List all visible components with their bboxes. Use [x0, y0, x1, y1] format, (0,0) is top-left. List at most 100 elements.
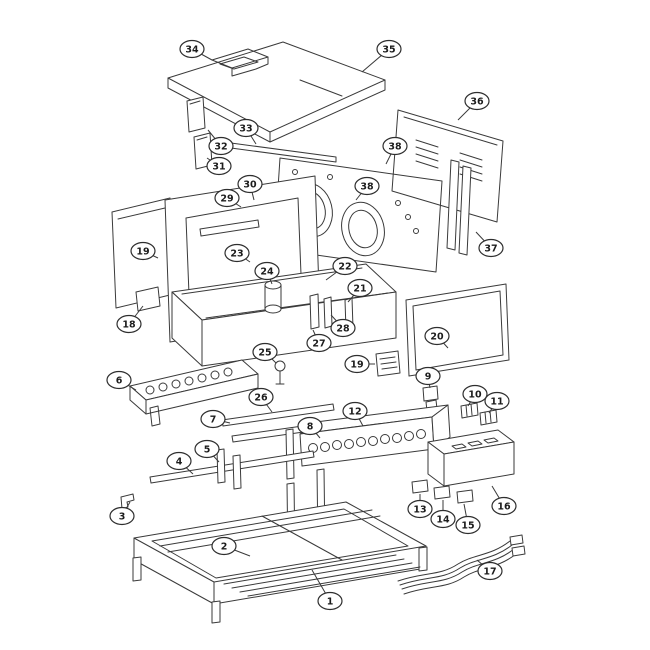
callout-30: 30: [237, 174, 263, 201]
callout-32: 32: [207, 129, 234, 156]
callout-number: 22: [338, 262, 351, 273]
callout-balloon: [484, 391, 510, 411]
callout-balloon: [233, 118, 259, 138]
callout-14: 14: [430, 500, 456, 529]
callout-22: 22: [325, 256, 358, 281]
callout-balloon: [106, 370, 132, 390]
support-post-part: [285, 428, 295, 480]
callout-number: 28: [336, 324, 350, 335]
callout-29: 29: [214, 188, 242, 208]
terminal-block-part: [479, 409, 498, 426]
callout-number: 10: [468, 390, 482, 401]
callout-38: 38: [382, 136, 408, 165]
callout-13: 13: [407, 494, 433, 519]
callout-1: 1: [311, 569, 343, 611]
callout-balloon: [342, 401, 368, 421]
callout-3: 3: [109, 501, 135, 526]
callout-15: 15: [455, 503, 481, 535]
callout-balloon: [382, 136, 408, 156]
callout-33: 33: [233, 118, 259, 145]
callout-12: 12: [342, 401, 368, 427]
callout-number: 27: [312, 339, 325, 350]
callout-balloon: [208, 136, 234, 156]
callout-balloon: [347, 278, 373, 298]
callout-5: 5: [194, 439, 220, 463]
callout-number: 13: [413, 505, 426, 516]
callout-10: 10: [462, 384, 488, 407]
callout-number: 36: [470, 97, 484, 108]
callout-8: 8: [297, 416, 323, 439]
diagram-line-art: [111, 41, 526, 624]
callout-6: 6: [106, 370, 137, 391]
callout-balloon: [306, 333, 332, 353]
drain-funnel-part: [274, 360, 286, 385]
callout-number: 3: [119, 512, 126, 523]
callout-balloons: 1234567891011121314151617181919202122232…: [106, 39, 517, 611]
callout-balloon: [330, 318, 356, 338]
callout-balloon: [332, 256, 358, 276]
callout-20: 20: [424, 326, 450, 349]
callout-38: 38: [354, 176, 380, 201]
callout-number: 11: [490, 397, 503, 408]
callout-26: 26: [248, 387, 274, 413]
callout-balloon: [478, 238, 504, 258]
callout-36: 36: [457, 91, 490, 121]
callout-number: 30: [243, 180, 257, 191]
top-cover-part: [167, 41, 386, 143]
callout-19: 19: [344, 354, 375, 374]
callout-34: 34: [179, 39, 213, 61]
callout-balloon: [254, 261, 280, 281]
callout-27: 27: [306, 329, 332, 353]
callout-37: 37: [475, 231, 504, 258]
switch-part: [460, 402, 479, 419]
base-frame-part: [132, 501, 428, 624]
callout-number: 37: [484, 244, 497, 255]
callout-number: 23: [230, 249, 243, 260]
callout-number: 33: [239, 124, 252, 135]
callout-balloon: [415, 366, 441, 386]
callout-balloon: [248, 387, 274, 407]
callout-number: 31: [212, 162, 225, 173]
callout-balloon: [109, 506, 135, 526]
callout-number: 5: [204, 445, 211, 456]
callout-4: 4: [166, 451, 194, 475]
callout-number: 16: [497, 502, 511, 513]
leg-post-part-2: [232, 454, 242, 490]
callout-number: 38: [388, 142, 402, 153]
callout-number: 2: [221, 542, 228, 553]
side-strip-parts: [446, 159, 472, 256]
callout-balloon: [130, 241, 156, 261]
callout-21: 21: [347, 278, 373, 303]
support-rod-part: [230, 142, 337, 163]
burner-brick-parts: [411, 479, 474, 504]
vent-plate-part: [375, 350, 401, 377]
right-rear-panel-part: [391, 109, 504, 223]
callout-19: 19: [130, 241, 159, 261]
left-channel-part: [129, 359, 259, 427]
callout-balloon: [166, 451, 192, 471]
callout-balloon: [224, 243, 250, 263]
callout-balloon: [464, 91, 490, 111]
callout-balloon: [237, 174, 263, 194]
front-rail-part: [149, 450, 315, 484]
callout-balloon: [179, 39, 205, 59]
callout-11: 11: [484, 391, 510, 414]
callout-number: 12: [348, 407, 361, 418]
callout-17: 17: [476, 559, 503, 581]
callout-number: 19: [350, 360, 363, 371]
drip-tube-part: [264, 280, 282, 314]
callout-number: 8: [307, 422, 314, 433]
callout-number: 24: [260, 267, 274, 278]
callout-9: 9: [415, 366, 441, 389]
callout-balloon: [455, 515, 481, 535]
callout-number: 34: [185, 45, 199, 56]
callout-balloon: [317, 591, 343, 611]
callout-balloon: [376, 39, 402, 59]
callout-number: 7: [210, 415, 217, 426]
callout-number: 1: [327, 597, 334, 608]
callout-balloon: [206, 156, 232, 176]
callout-number: 14: [436, 515, 450, 526]
callout-number: 25: [258, 348, 271, 359]
